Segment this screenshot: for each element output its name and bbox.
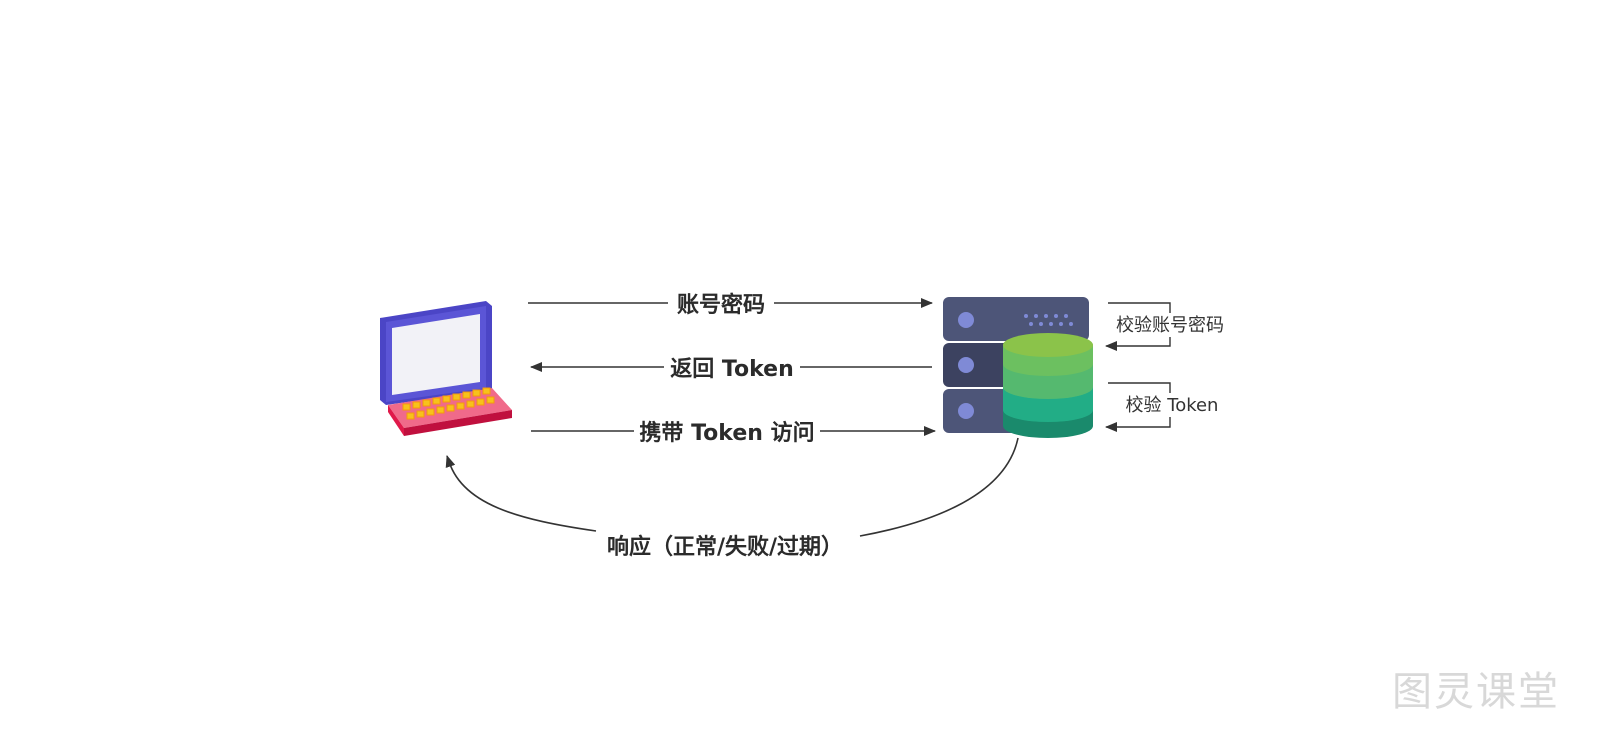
label-verify-token: 校验 Token (1126, 395, 1219, 416)
label-access-token: 携带 Token 访问 (639, 420, 814, 446)
watermark-logo: 图灵课堂 (1392, 669, 1560, 715)
label-verify-credentials: 校验账号密码 (1116, 315, 1224, 336)
label-response: 响应（正常/失败/过期） (607, 534, 843, 560)
laptop-icon (380, 301, 512, 436)
label-credentials: 账号密码 (677, 292, 765, 318)
label-return-token: 返回 Token (670, 357, 793, 382)
database-icon (1003, 333, 1093, 438)
arrow-response (447, 437, 1019, 537)
